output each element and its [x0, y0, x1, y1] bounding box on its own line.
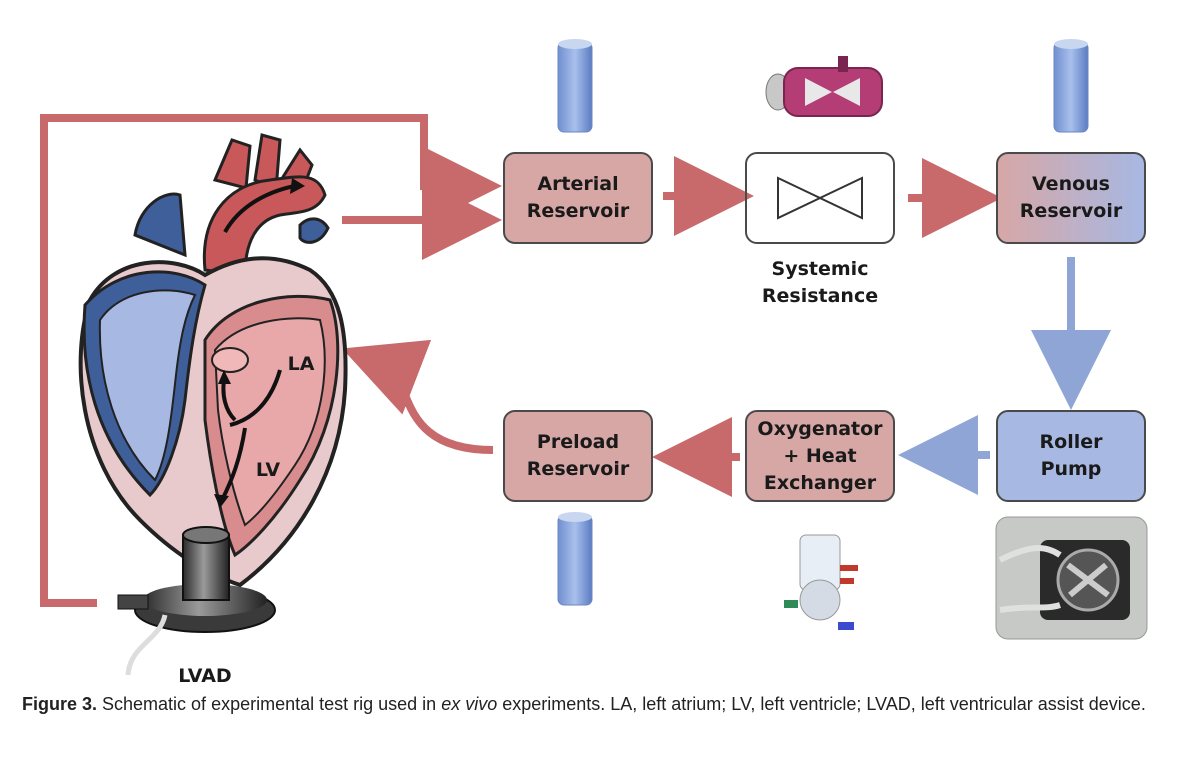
oxygenator-label: Oxygenator + Heat Exchanger [757, 417, 883, 494]
figure-number: Figure 3. [22, 694, 98, 714]
systemic-resistance-label: Systemic Resistance [761, 258, 879, 307]
oxygenator-box: Oxygenator + Heat Exchanger [745, 410, 895, 502]
venous-reservoir-box: Venous Reservoir [996, 152, 1146, 244]
heart-illustration [78, 133, 348, 588]
roller-pump-photo-icon [995, 516, 1148, 640]
preload-to-heart-arrow [342, 339, 494, 454]
preload-reservoir-box: Preload Reservoir [503, 410, 653, 502]
bowtie-valve-symbol [777, 176, 863, 220]
reservoir-cylinder-icon [557, 512, 593, 606]
roller-pump-label: Roller Pump [1039, 431, 1103, 480]
oxygenator-device-icon [784, 534, 858, 630]
valve-clamp-icon [765, 56, 883, 117]
preload-reservoir-label: Preload Reservoir [526, 431, 630, 480]
arterial-reservoir-label: Arterial Reservoir [526, 173, 630, 222]
caption-italic: ex vivo [441, 694, 498, 714]
caption-text-2: experiments. LA, left atrium; LV, left v… [497, 694, 1146, 714]
figure-caption: Figure 3. Schematic of experimental test… [22, 693, 1182, 716]
reservoir-cylinder-icon [1053, 39, 1089, 133]
lvad-label: LVAD [178, 665, 232, 687]
caption-text-1: Schematic of experimental test rig used … [97, 694, 442, 714]
venous-reservoir-label: Venous Reservoir [1019, 173, 1123, 222]
systemic-resistance-box [745, 152, 895, 244]
reservoir-cylinder-icon [557, 39, 593, 133]
arterial-reservoir-box: Arterial Reservoir [503, 152, 653, 244]
la-label: LA [287, 353, 315, 375]
lvad-pump-icon [117, 526, 276, 676]
lv-label: LV [255, 459, 281, 481]
roller-pump-box: Roller Pump [996, 410, 1146, 502]
